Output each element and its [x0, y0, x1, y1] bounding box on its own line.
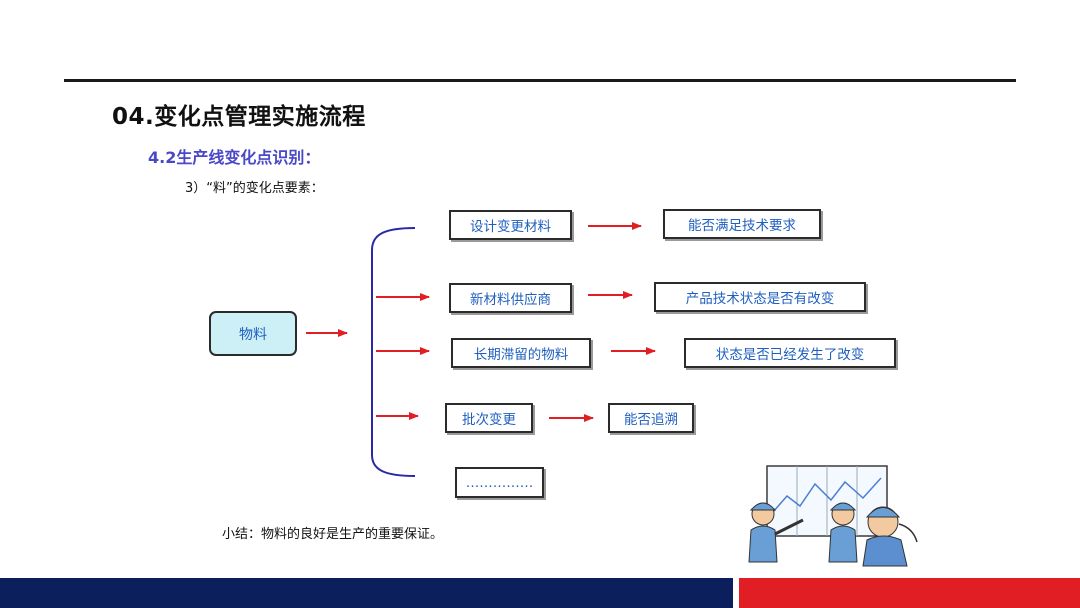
footer-bar-blue [0, 578, 733, 608]
result-node-4: 能否追溯 [608, 403, 694, 433]
item-label: 3）“料”的变化点要素： [185, 181, 324, 196]
branch-brace [371, 227, 416, 477]
summary-text: 小结：物料的良好是生产的重要保证。 [222, 527, 444, 542]
result-node-2: 产品技术状态是否有改变 [654, 282, 866, 312]
page-title: 04.变化点管理实施流程 [112, 104, 366, 130]
section-subtitle: 4.2生产线变化点识别： [148, 148, 321, 167]
root-node: 物料 [209, 311, 297, 356]
top-rule [64, 79, 1016, 82]
workers-illustration [748, 465, 918, 567]
branch-node-4: 批次变更 [445, 403, 533, 433]
branch-node-5: …………… [455, 467, 544, 498]
result-node-1: 能否满足技术要求 [663, 209, 821, 239]
result-node-3: 状态是否已经发生了改变 [684, 338, 896, 368]
branch-node-3: 长期滞留的物料 [451, 338, 591, 368]
branch-node-2: 新材料供应商 [449, 283, 572, 313]
branch-node-1: 设计变更材料 [449, 210, 572, 240]
footer-bar-red [739, 578, 1080, 608]
